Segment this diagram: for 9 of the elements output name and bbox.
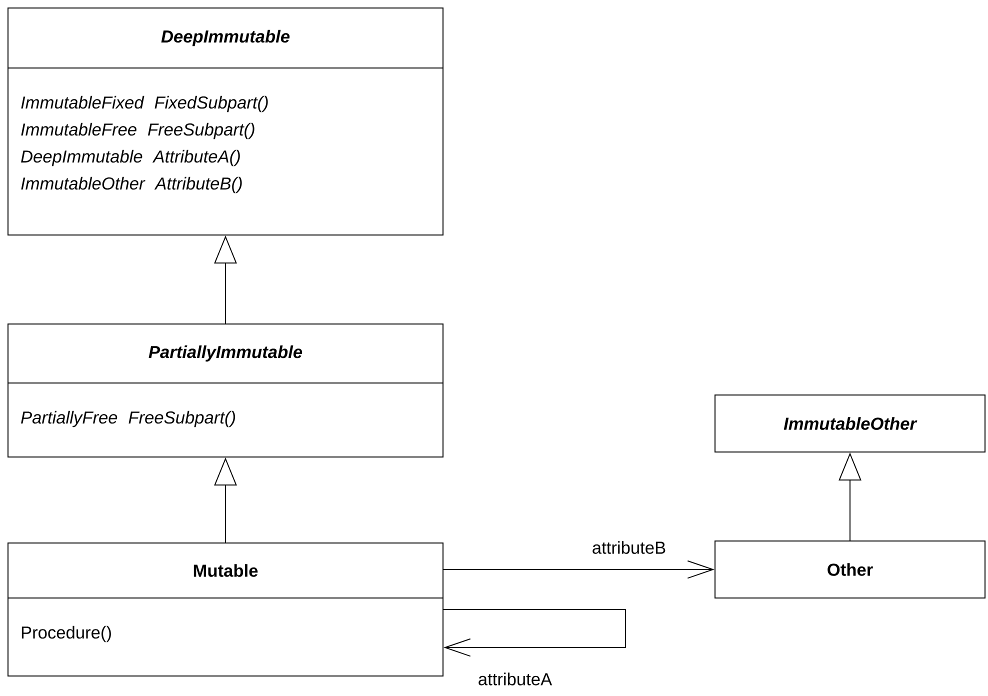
class-box: PartiallyImmutable PartiallyFree FreeSubpart(): [8, 324, 444, 458]
class-box: ImmutableOther: [714, 394, 986, 452]
association-arrow: [443, 560, 714, 579]
association-arrow: [443, 609, 626, 657]
edge-label: attributeA: [476, 671, 554, 687]
class-box: Mutable Procedure(): [8, 542, 444, 676]
class-box: DeepImmutable ImmutableFixed FixedSubpart() ImmutableFree FreeSubpart() DeepImmutable AttributeA() ImmutableOther AttributeB(): [8, 8, 444, 236]
class-box: Other: [714, 540, 986, 598]
edge-label: attributeB: [590, 540, 668, 556]
